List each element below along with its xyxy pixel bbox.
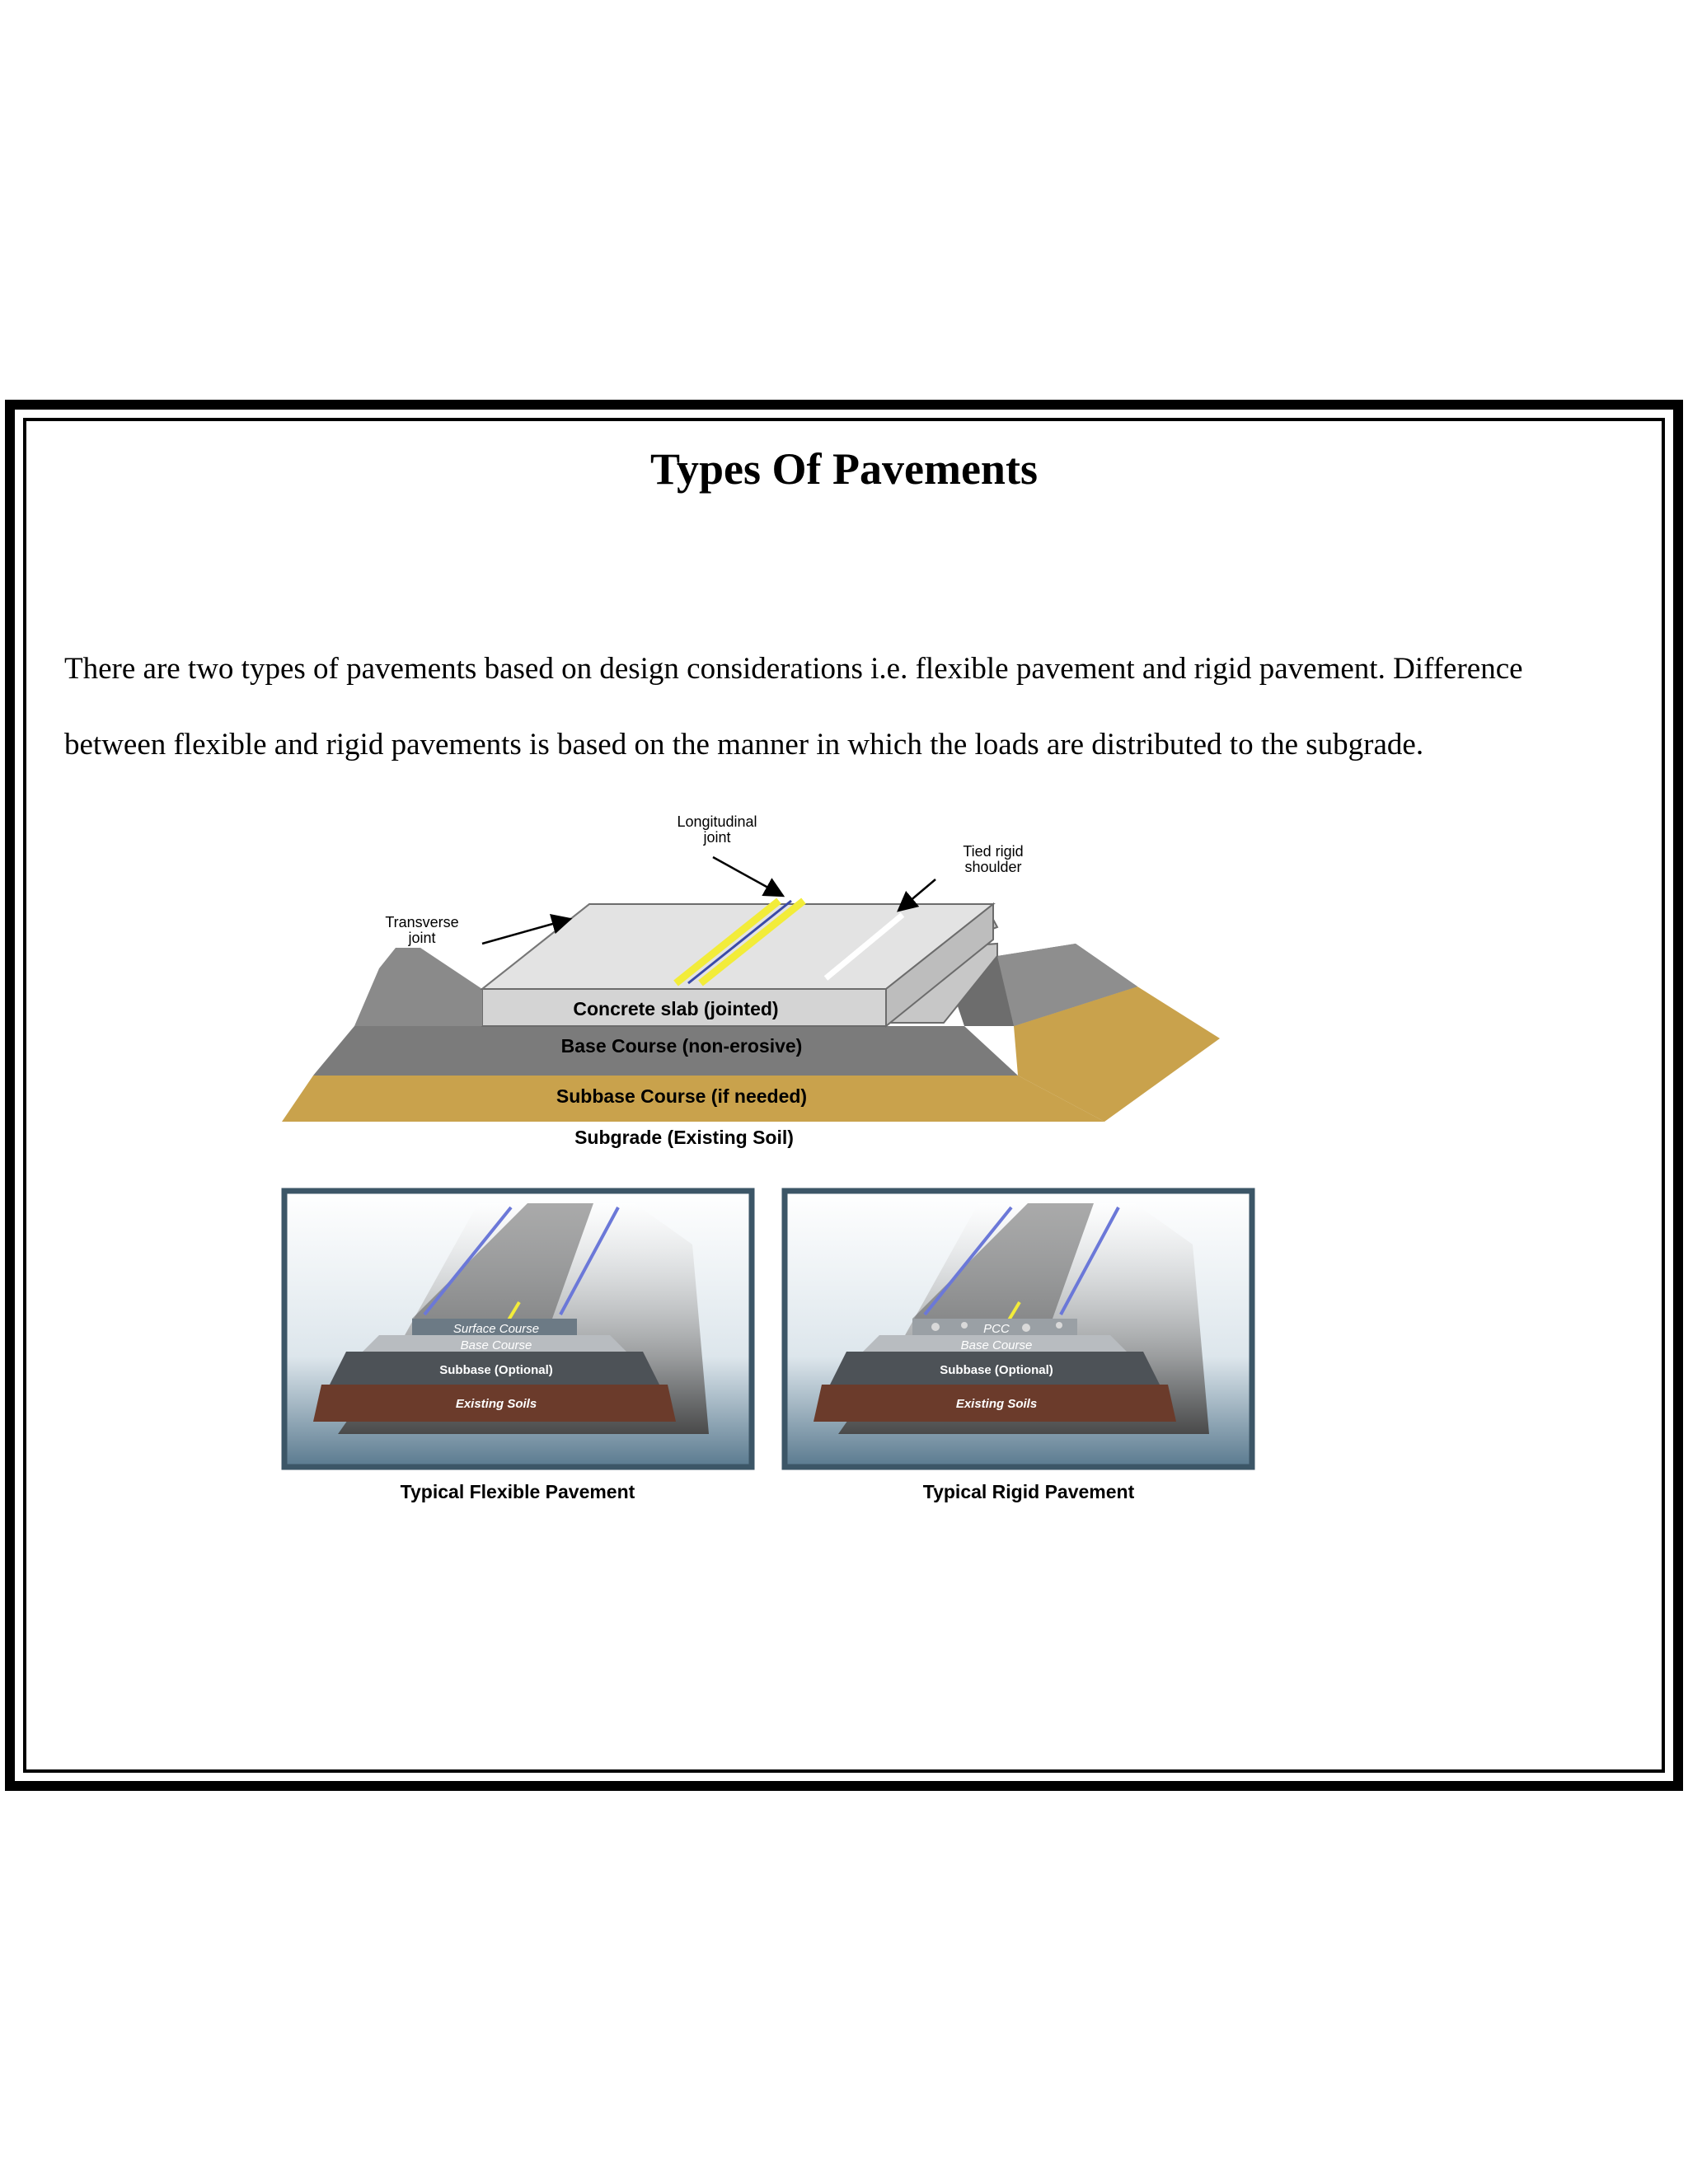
label-concrete-slab: Concrete slab (jointed) [573,998,778,1019]
rigid-subbase [830,1352,1160,1385]
flexible-subbase [330,1352,659,1385]
callout-transverse-line1: Transverse [385,914,458,930]
caption-rigid-pavement: Typical Rigid Pavement [923,1481,1135,1502]
intro-paragraph-line-1: There are two types of pavements based o… [64,652,1523,686]
rigid-pavement-panel: PCC Base Course Subbase (Optional) Exist… [781,1188,1255,1470]
flexible-existing-soils [313,1385,676,1422]
shoulder-top [997,944,1137,1026]
label-base-course: Base Course (non-erosive) [561,1035,803,1057]
rigid-layer-subbase: Subbase (Optional) [940,1363,1053,1377]
flexible-surface-course [412,1319,577,1335]
rigid-pcc-slab [912,1319,1077,1335]
longitudinal-joint-yellow-1 [673,898,781,987]
embankment-slope [1014,987,1220,1122]
label-subbase-course: Subbase Course (if needed) [556,1085,807,1107]
rigid-existing-soils [814,1385,1176,1422]
rigid-pavement-cross-section-figure: Longitudinal joint Tied rigid shoulder T… [282,813,1220,1148]
flexible-layer-subbase: Subbase (Optional) [439,1363,553,1377]
page-border-inner [23,418,1665,1773]
longitudinal-joint-blue [687,899,792,985]
flexible-layer-base: Base Course [461,1338,532,1352]
flexible-pavement-panel: Surface Course Base Course Subbase (Opti… [281,1188,755,1470]
callout-tied-line1: Tied rigid [963,843,1023,860]
base-left-slope [354,948,482,1026]
transverse-joint-arrow [481,914,573,945]
base-course-layer [313,1026,1018,1076]
subbase-layer [282,1076,1104,1122]
label-subgrade: Subgrade (Existing Soil) [574,1127,794,1148]
callout-transverse-line2: joint [407,930,435,946]
rigid-base-course [863,1335,1127,1352]
flexible-layer-soils: Existing Soils [456,1397,537,1411]
rigid-layer-pcc: PCC [983,1322,1010,1336]
flexible-base-course [363,1335,626,1352]
longitudinal-joint-arrow [712,855,785,898]
edge-stripe-white [823,912,905,981]
rigid-layer-base: Base Course [961,1338,1033,1352]
intro-paragraph-line-2: between flexible and rigid pavements is … [64,728,1424,762]
callout-longitudinal-line1: Longitudinal [677,813,757,830]
rigid-layer-soils: Existing Soils [956,1397,1037,1411]
callout-longitudinal-line2: joint [702,829,730,846]
longitudinal-joint-yellow-2 [698,898,806,987]
flexible-vs-rigid-figure: Surface Course Base Course Subbase (Opti… [281,1188,1255,1502]
flexible-layer-surface: Surface Course [453,1322,539,1336]
tied-shoulder-arrow [897,879,936,912]
caption-flexible-pavement: Typical Flexible Pavement [401,1481,635,1502]
concrete-slab-side [885,902,994,1029]
page-title: Types Of Pavements [650,444,1038,494]
callout-tied-line2: shoulder [964,859,1021,875]
